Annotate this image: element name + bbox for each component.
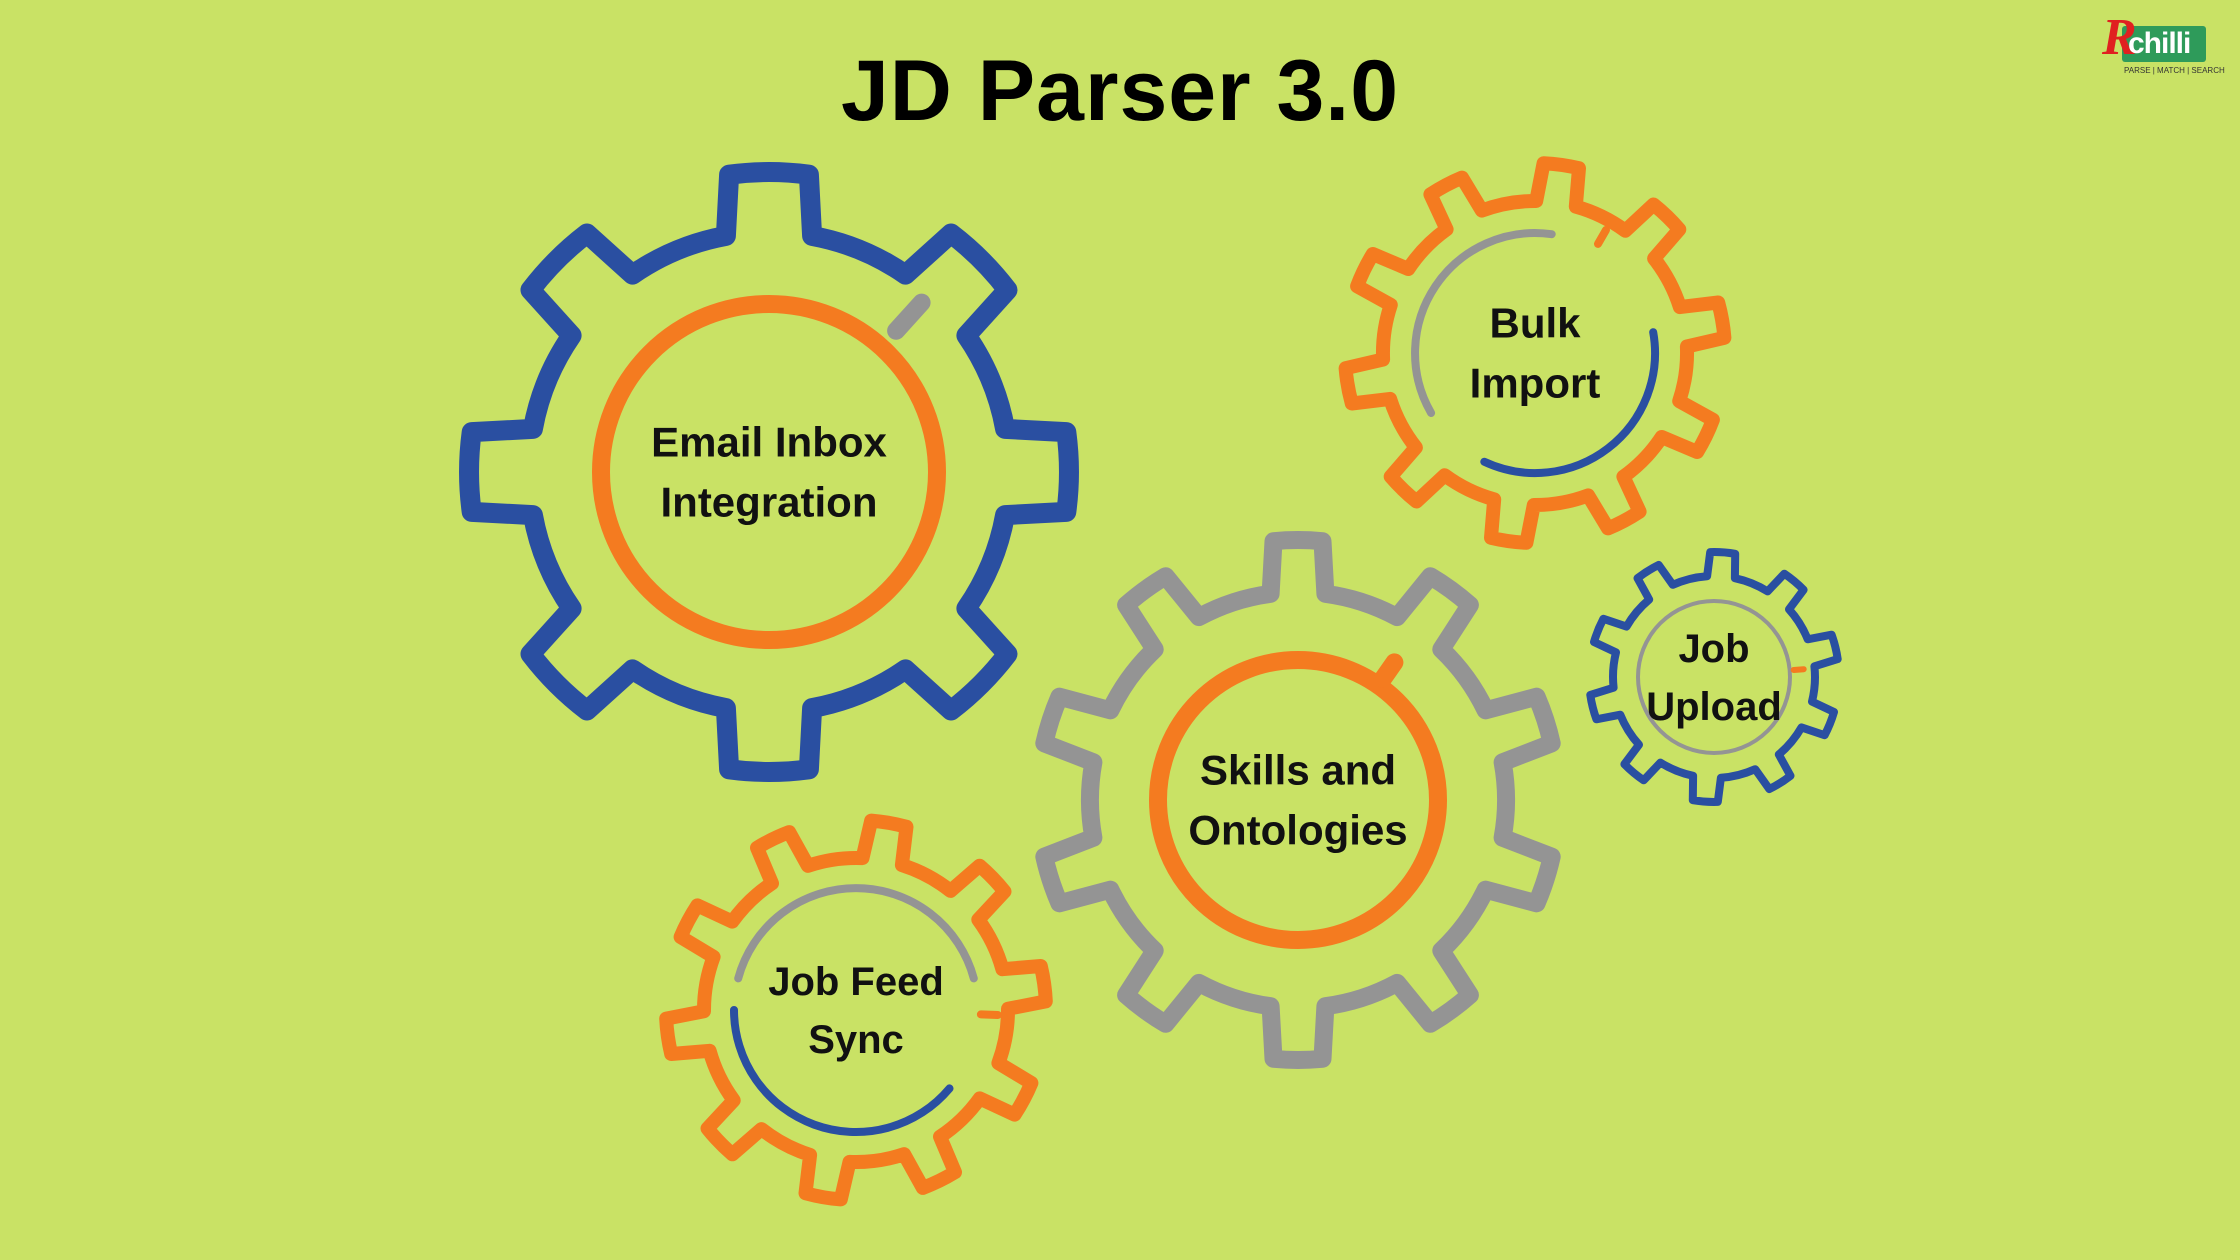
- gear-ring-gray-arc: [734, 884, 978, 983]
- gear-label-line: Sync: [808, 1018, 904, 1062]
- gear-outline: [1586, 548, 1842, 806]
- gear-label-line: Job: [1678, 627, 1749, 671]
- logo-box: [2122, 26, 2206, 62]
- gear-outline: [1338, 156, 1732, 550]
- gear-label-line: Bulk: [1489, 300, 1581, 347]
- gear-ring: [1636, 599, 1792, 755]
- gear-ring: [1149, 651, 1447, 949]
- gear-tick: [1790, 666, 1807, 673]
- gear-ring: [592, 295, 946, 649]
- gear-outline: [1035, 531, 1561, 1069]
- page-title: JD Parser 3.0: [840, 43, 1400, 139]
- gear-label-line: Skills and: [1200, 747, 1396, 794]
- gear-tick: [1594, 226, 1610, 248]
- gear-label-line: Ontologies: [1188, 807, 1407, 854]
- gear-label-line: Import: [1470, 360, 1601, 407]
- gear-label-line: Email Inbox: [651, 419, 887, 466]
- gear-outline: [459, 162, 1079, 782]
- logo-letter: R: [2102, 9, 2137, 66]
- gear-outline: [659, 813, 1053, 1207]
- gear-label-line: Integration: [661, 479, 878, 526]
- gear-label-line: Upload: [1646, 685, 1782, 729]
- gear-ring-gray-arc: [1411, 229, 1556, 417]
- gear-ring-blue-arc: [1480, 328, 1659, 478]
- gear-tick: [887, 293, 931, 340]
- gear-tick: [976, 1010, 1002, 1019]
- gear-tick: [1373, 653, 1404, 688]
- rchilli-logo: R chilli PARSE | MATCH | SEARCH: [2100, 12, 2225, 78]
- logo-tagline: PARSE | MATCH | SEARCH: [2124, 66, 2225, 75]
- gear-ring-blue-arc: [730, 1006, 954, 1137]
- logo-word: chilli: [2128, 27, 2191, 60]
- gear-label-line: Job Feed: [768, 960, 944, 1004]
